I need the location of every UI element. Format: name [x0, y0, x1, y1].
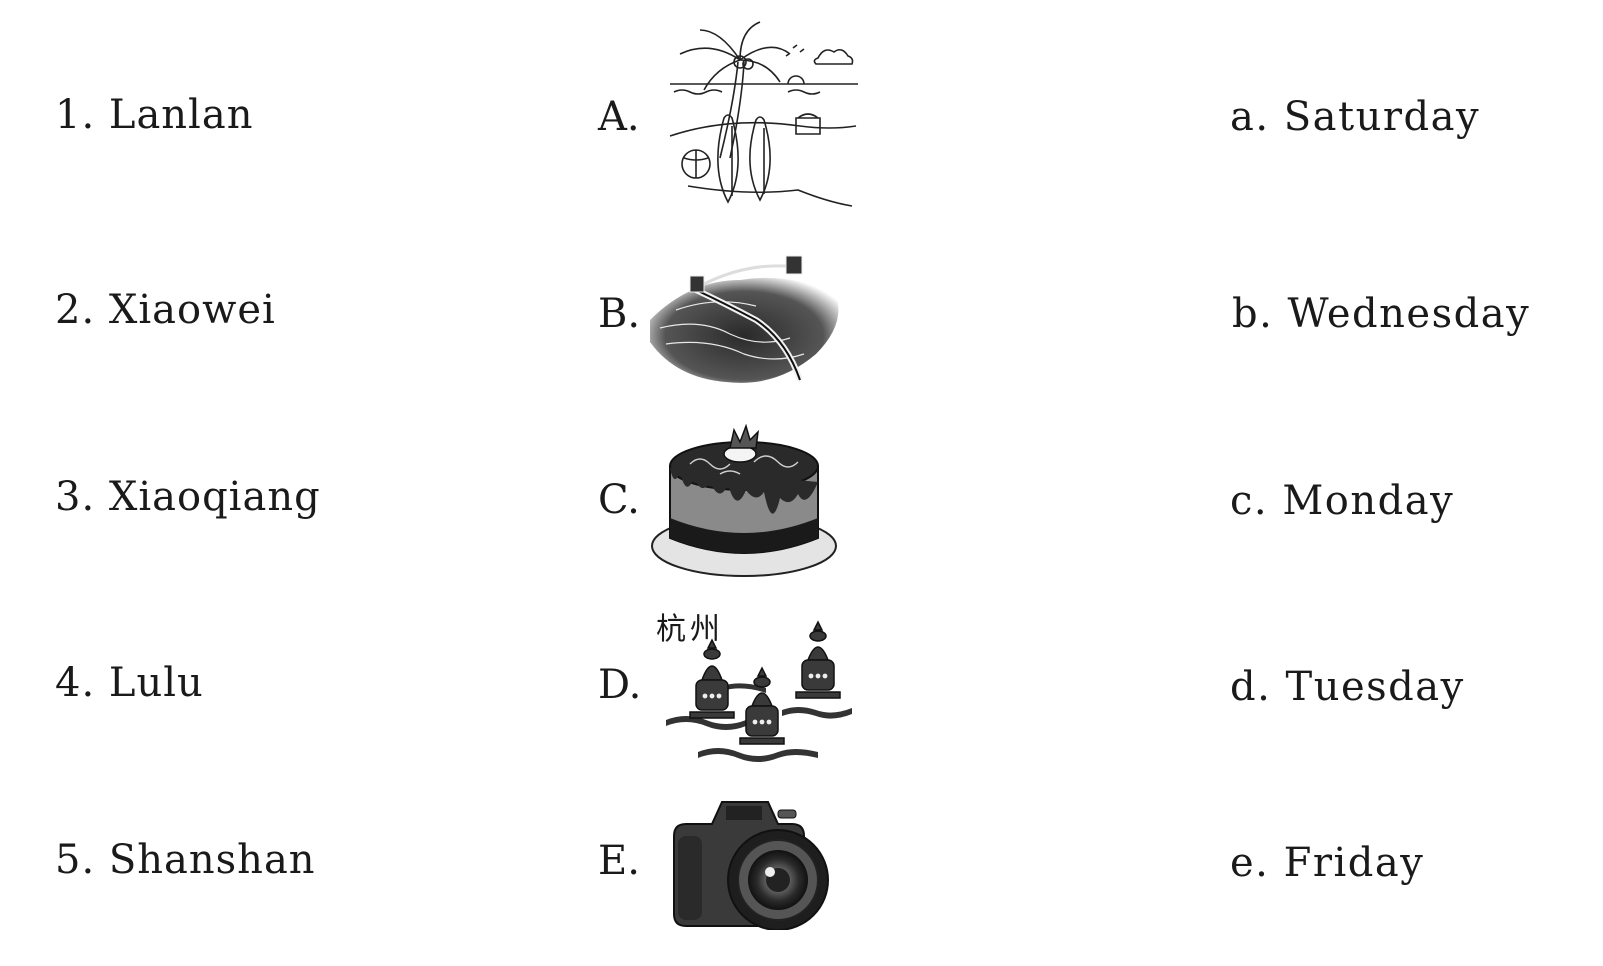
option-b-label: B.: [598, 291, 641, 337]
name-xiaowei: 2. Xiaowei: [55, 287, 276, 333]
day-tuesday: d. Tuesday: [1230, 664, 1465, 710]
option-a-label: A.: [598, 94, 640, 140]
camera-picture-icon: [673, 801, 829, 930]
option-d-label: D.: [598, 662, 642, 708]
beach-picture-icon: [669, 21, 858, 207]
option-c-label: C.: [598, 477, 640, 523]
day-monday: c. Monday: [1230, 478, 1455, 524]
name-shanshan: 5. Shanshan: [55, 837, 316, 883]
option-e-label: E.: [598, 838, 640, 884]
great-wall-picture-icon: [650, 255, 839, 383]
day-friday: e. Friday: [1230, 840, 1425, 886]
day-saturday: a. Saturday: [1230, 94, 1481, 140]
name-lulu: 4. Lulu: [55, 660, 204, 706]
name-lanlan: 1. Lanlan: [55, 92, 254, 138]
name-xiaoqiang: 3. Xiaoqiang: [55, 474, 321, 520]
hangzhou-pagodas-picture-icon: [666, 620, 852, 762]
day-wednesday: b. Wednesday: [1232, 291, 1531, 337]
hangzhou-caption: 杭州: [656, 612, 724, 647]
cake-picture-icon: [651, 423, 837, 577]
